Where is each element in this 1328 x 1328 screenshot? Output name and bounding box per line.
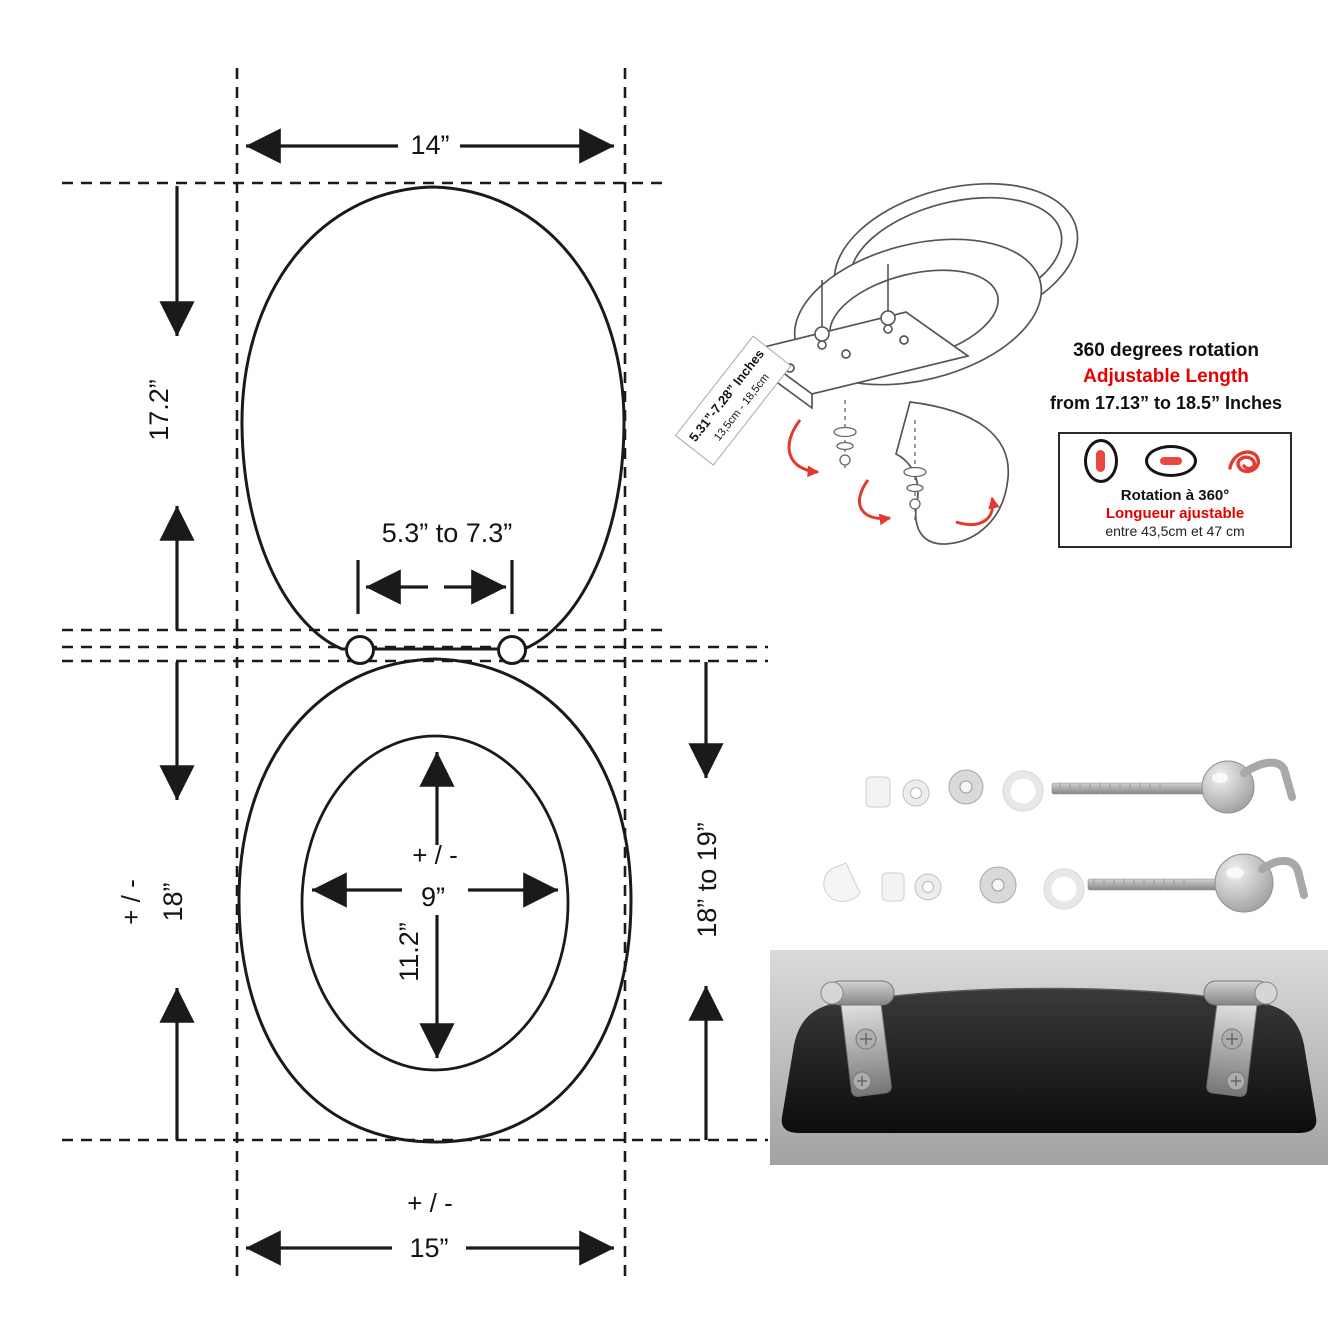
feature-box: Rotation à 360° Longueur ajustable entre…: [1058, 432, 1292, 548]
bolt-threads-2: [1093, 879, 1185, 890]
metal-washer-1-hole: [959, 780, 973, 794]
fixing-kit-row-1: [865, 758, 1296, 814]
bolt-dome-highlight-2: [1226, 867, 1244, 879]
nut-2-hole: [922, 881, 934, 893]
feature-icon-row: [1060, 434, 1290, 484]
oval-vertical-bolt-icon: [1083, 439, 1118, 483]
hinge-screw-right-2-slot: [1231, 1076, 1241, 1086]
bolt-distance-tag-frame: [674, 335, 792, 466]
bolt-dome-highlight-1: [1212, 773, 1228, 783]
callout-range-line: from 17.13” to 18.5” Inches: [1049, 393, 1283, 413]
bottom-width-plus-minus-label: + / -: [407, 1188, 453, 1218]
inner-length-label: 11.2”: [394, 922, 424, 982]
exploded-hardware-sketch: [833, 400, 927, 522]
plastic-spacer-2: [881, 872, 905, 902]
rotation-arrow-1: [787, 419, 820, 478]
rotation-scribble-icon: [1228, 450, 1261, 474]
hinge-screw-left-2-slot: [857, 1076, 867, 1086]
rubber-ring-1: [1003, 771, 1043, 811]
inner-width-plus-minus-label: + / -: [412, 840, 458, 870]
bolt-washer-2: [880, 310, 896, 326]
top-width-label: 14”: [410, 130, 449, 160]
feature-range-label: entre 43,5cm et 47 cm: [1105, 523, 1245, 539]
plastic-bracket-2: [823, 862, 861, 902]
feature-adjustable-label: Longueur ajustable: [1105, 505, 1245, 522]
bolt-threads-1: [1059, 783, 1161, 794]
plate-hole-3: [899, 335, 909, 345]
overall-height-plus-minus-label: + / -: [116, 879, 146, 925]
drop-washer-1a: [833, 426, 857, 438]
hinge-pin-left: [820, 981, 844, 1005]
seat-underside-photo: [770, 950, 1328, 1165]
drop-nut-1: [839, 454, 851, 466]
rubber-ring-2: [1044, 869, 1084, 909]
dimension-diagram: 14” 17.2” 5.3” to 7.3” + / - 18” 18” to …: [62, 68, 768, 1282]
bolt-hook-1: [1240, 758, 1296, 801]
drop-washer-2a: [903, 466, 927, 478]
rubber-ring-1-outline: [1002, 770, 1044, 812]
seat-bolts-sketch: [814, 264, 896, 350]
mounting-plate-top: [750, 311, 971, 395]
seat-opening-outline: [300, 734, 570, 1072]
overall-height-label: 18”: [158, 882, 188, 921]
metal-washer-2-hole: [991, 878, 1005, 892]
rotation-callout: 360 degrees rotation Adjustable Length f…: [1030, 338, 1302, 416]
feature-rotation-label: Rotation à 360°: [1120, 487, 1230, 504]
mounting-plate-sketch: [750, 311, 971, 410]
hinge-bolt-right: [497, 635, 527, 665]
bolt-distance-tag: 5.31”-7.28” Inches 13,5cm - 18,5cm: [674, 335, 792, 466]
hinge-bolt-left: [345, 635, 375, 665]
seat-outlines: [237, 185, 633, 1144]
seat-hinge-right: [1203, 980, 1278, 1097]
hinge-screw-left-1-slot: [860, 1033, 872, 1045]
dimension-arrows: [159, 128, 724, 1266]
hinge-pin-right: [1254, 981, 1278, 1005]
hardware-photos: [770, 758, 1328, 1165]
right-height-range-label: 18” to 19”: [692, 822, 722, 938]
inner-width-label: 9”: [421, 882, 445, 912]
seat-outline: [237, 657, 633, 1144]
bolt-shaft-photo-1: [1051, 782, 1211, 795]
bolt-nut-1: [817, 340, 827, 350]
oval-horizontal-bolt-icon: [1144, 445, 1197, 477]
bolt-hook-2: [1258, 857, 1308, 899]
bottom-width-label: 15”: [409, 1233, 448, 1263]
bolt-washer-1: [814, 326, 830, 342]
nut-1-hole: [910, 787, 922, 799]
plate-hole-2: [841, 349, 851, 359]
lid-outline: [240, 185, 626, 651]
bolt-nut-2: [883, 324, 893, 334]
hinge-screw-right-1-slot: [1226, 1033, 1238, 1045]
drop-nut-2: [909, 498, 921, 510]
rotation-arrow-2: [857, 479, 892, 526]
seat-hinge-left: [820, 980, 895, 1097]
plastic-spacer-1: [865, 776, 891, 808]
lid-height-label: 17.2”: [144, 379, 174, 441]
fixing-kit-row-2: [823, 853, 1308, 913]
installation-sketch: 5.31”-7.28” Inches 13,5cm - 18,5cm: [674, 182, 1079, 545]
hinge-spacing-label: 5.3” to 7.3”: [382, 518, 513, 548]
seat-underside-body: [781, 988, 1317, 1133]
rotation-arrows: [787, 419, 1000, 526]
callout-adjustable-line: Adjustable Length: [1083, 366, 1249, 387]
rubber-ring-2-outline: [1043, 868, 1085, 910]
bolt-dome-head-2: [1214, 853, 1274, 913]
rotation-arrow-3: [955, 496, 1000, 526]
callout-rotation-line: 360 degrees rotation: [1073, 340, 1259, 361]
bolt-shaft-photo-2: [1087, 878, 1229, 891]
drop-washer-1b: [836, 441, 854, 451]
drop-washer-2b: [906, 483, 924, 493]
